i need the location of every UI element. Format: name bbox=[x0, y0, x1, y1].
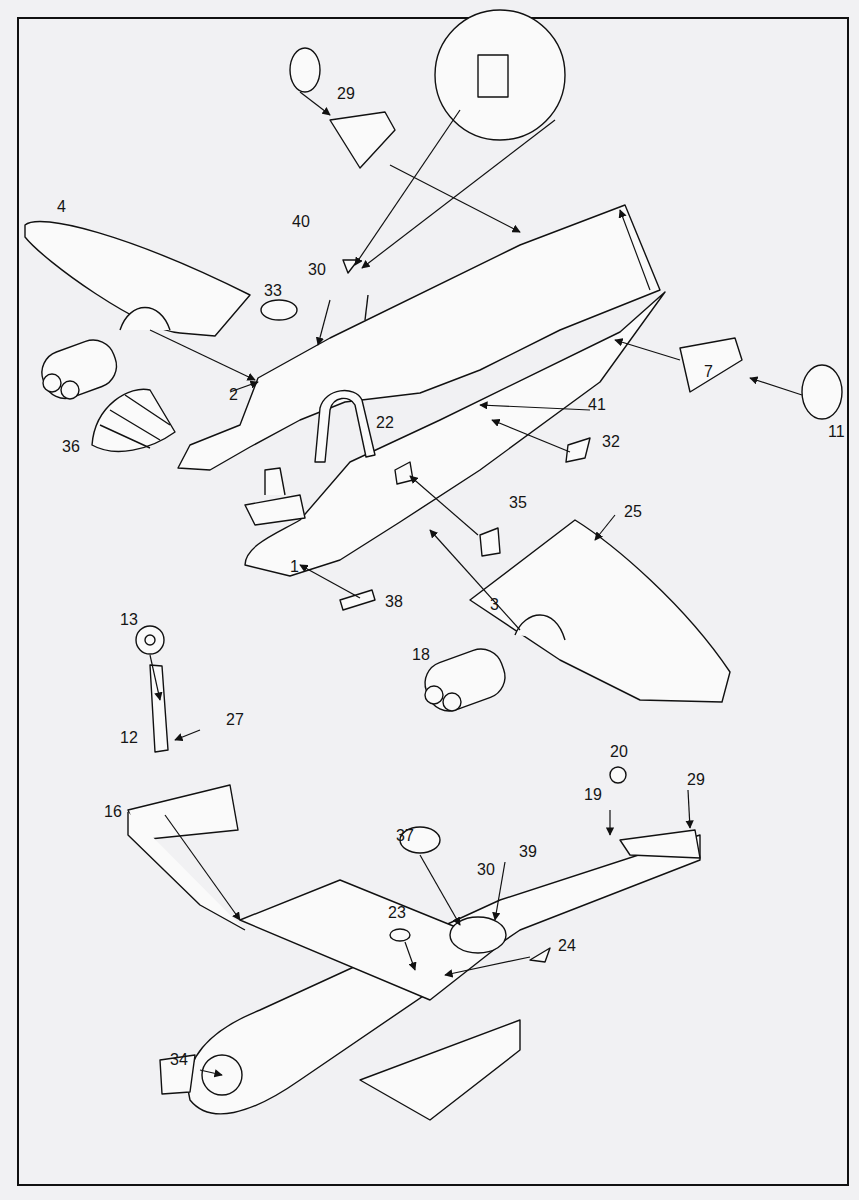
callout-number: 35 bbox=[509, 495, 527, 511]
callout-number: 20 bbox=[610, 744, 628, 760]
callout-number: 29 bbox=[337, 86, 355, 102]
callout-number: 23 bbox=[388, 905, 406, 921]
callout-number: 41 bbox=[588, 397, 606, 413]
callout-number: 4 bbox=[57, 199, 66, 215]
callout-number: 27 bbox=[226, 712, 244, 728]
callout-number: 2 bbox=[229, 387, 238, 403]
callout-number: 18 bbox=[412, 647, 430, 663]
callout-number: 19 bbox=[584, 787, 602, 803]
callout-number: 40 bbox=[292, 214, 310, 230]
callout-number: 13 bbox=[120, 612, 138, 628]
callout-number: 30 bbox=[308, 262, 326, 278]
callout-number: 24 bbox=[558, 938, 576, 954]
callout-number: 36 bbox=[62, 439, 80, 455]
callout-number: 11 bbox=[828, 424, 845, 440]
callout-number: 39 bbox=[519, 844, 537, 860]
callout-number: 3 bbox=[490, 597, 499, 613]
callout-number: 34 bbox=[170, 1052, 188, 1068]
callout-number: 12 bbox=[120, 730, 138, 746]
callout-number: 7 bbox=[704, 364, 713, 380]
callout-number: 22 bbox=[376, 415, 394, 431]
callout-number: 29 bbox=[687, 772, 705, 788]
callout-number: 30 bbox=[477, 862, 495, 878]
callout-number: 32 bbox=[602, 434, 620, 450]
callout-number: 16 bbox=[104, 804, 122, 820]
callout-number: 38 bbox=[385, 594, 403, 610]
callout-number: 33 bbox=[264, 283, 282, 299]
callout-number: 1 bbox=[290, 559, 299, 575]
callout-number: 37 bbox=[396, 828, 414, 844]
callout-number: 25 bbox=[624, 504, 642, 520]
